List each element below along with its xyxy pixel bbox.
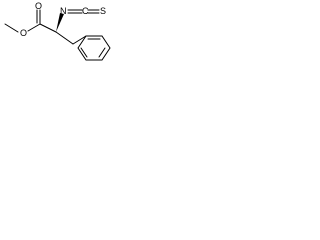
atom-nitrogen: N <box>60 6 67 16</box>
structure-canvas: O O N C S <box>0 0 122 61</box>
bond-alpha-ch2 <box>55 31 74 45</box>
atom-sulfur: S <box>100 6 106 16</box>
bond-ester-alpha <box>39 23 57 33</box>
wedge-bond-alpha-n <box>56 13 64 32</box>
molecule-structure: O O N C S <box>4 1 111 61</box>
benzene-ring <box>77 35 111 61</box>
atom-carbonyl-o: O <box>35 1 42 11</box>
atom-methoxy-o: O <box>20 28 27 38</box>
bond-methyl-o <box>4 23 19 33</box>
atom-isothiocyanate-carbon: C <box>82 6 89 16</box>
bond-ch2-ring <box>72 35 87 45</box>
bond-o-ester-c <box>27 23 41 32</box>
benzene-double-2 <box>98 47 106 58</box>
benzene-double-3 <box>80 47 88 58</box>
